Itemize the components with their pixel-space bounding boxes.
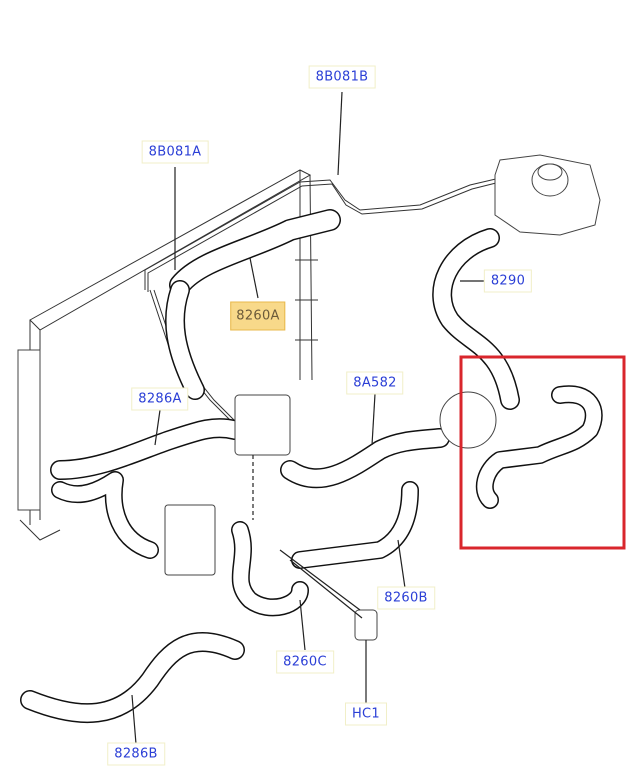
hoses bbox=[20, 209, 603, 724]
label-hc1: HC1 bbox=[344, 702, 388, 726]
label-8260b: 8260B bbox=[377, 586, 435, 610]
label-8286a: 8286A bbox=[131, 387, 189, 411]
radiator bbox=[17, 169, 318, 541]
label-8a582: 8A582 bbox=[346, 371, 404, 395]
label-8260c: 8260C bbox=[276, 650, 334, 674]
label-8286b: 8286B bbox=[107, 742, 165, 766]
label-8b081b: 8B081B bbox=[308, 65, 376, 89]
leader-lines bbox=[131, 91, 487, 745]
label-8290: 8290 bbox=[483, 269, 533, 293]
label-8b081a: 8B081A bbox=[141, 140, 209, 164]
expansion-tank bbox=[494, 154, 601, 236]
components bbox=[164, 391, 497, 641]
callout-box bbox=[459, 355, 626, 550]
label-8260a: 8260A bbox=[230, 301, 286, 331]
